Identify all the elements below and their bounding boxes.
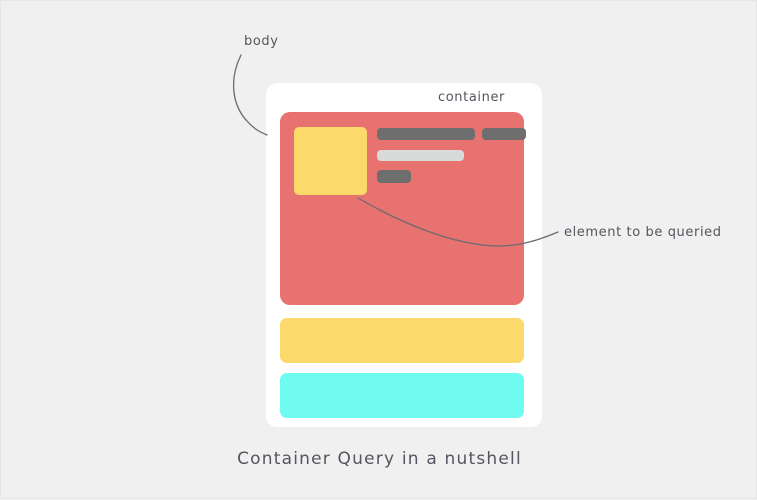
annotation-body: body (244, 34, 279, 49)
body-card (266, 83, 542, 427)
annotation-element-to-be-queried: element to be queried (564, 225, 722, 240)
skeleton-bar-action (377, 170, 411, 183)
queried-element-block (294, 127, 367, 195)
skeleton-bar-title-side (482, 128, 526, 140)
leader-line-body (232, 54, 268, 136)
skeleton-bar-title (377, 128, 475, 140)
skeleton-bar-subtitle (377, 150, 464, 161)
sibling-block-yellow (280, 318, 524, 363)
annotation-container: container (438, 90, 505, 105)
diagram-caption: Container Query in a nutshell (237, 449, 522, 469)
container-block (280, 112, 526, 305)
sibling-block-cyan (280, 373, 524, 418)
